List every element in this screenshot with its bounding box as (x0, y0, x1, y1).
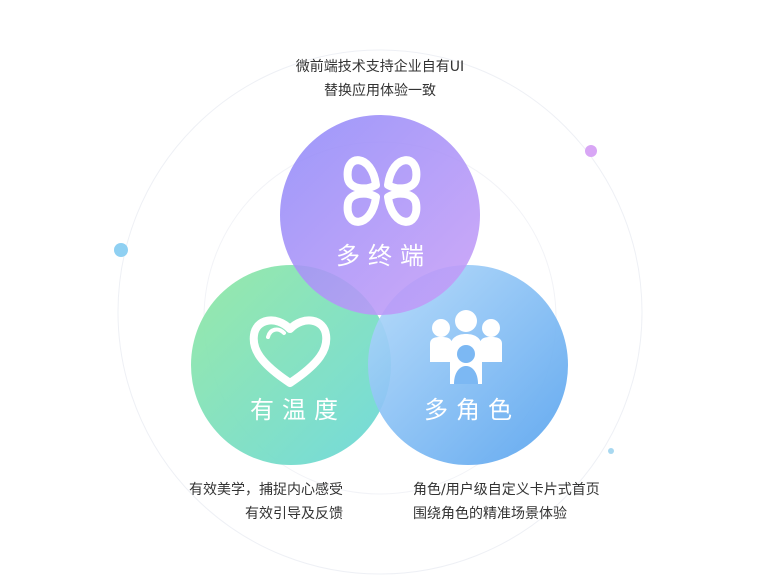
heart-icon (249, 316, 331, 387)
orbit-ring-outer (117, 49, 643, 575)
caption-right-line-1: 角色/用户级自定义卡片式首页 (413, 482, 600, 498)
decor-dot-small (608, 448, 614, 454)
caption-top-line-2: 替换应用体验一致 (323, 83, 436, 99)
caption-left: 有效美学，捕捉内心感受 有效引导及反馈 (189, 478, 343, 526)
label-warmth: 有温度 (250, 396, 346, 424)
caption-top-line-1: 微前端技术支持企业自有UI (295, 59, 465, 75)
caption-left-line-1: 有效美学，捕捉内心感受 (189, 482, 343, 498)
caption-right-line-2: 围绕角色的精准场景体验 (413, 506, 567, 522)
circle-top-multi-terminal (280, 115, 480, 315)
circle-left-multi-device (191, 265, 391, 465)
people-group-icon (430, 310, 502, 384)
label-multi-role: 多角色 (424, 396, 520, 424)
decor-dot-purple (585, 145, 597, 157)
label-multi-terminal: 多终端 (336, 242, 432, 270)
decor-dot-blue (114, 243, 128, 257)
clover-icon (343, 156, 421, 226)
caption-right: 角色/用户级自定义卡片式首页 围绕角色的精准场景体验 (413, 478, 600, 526)
caption-left-line-2: 有效引导及反馈 (245, 506, 343, 522)
caption-top: 微前端技术支持企业自有UI 替换应用体验一致 (296, 55, 464, 103)
